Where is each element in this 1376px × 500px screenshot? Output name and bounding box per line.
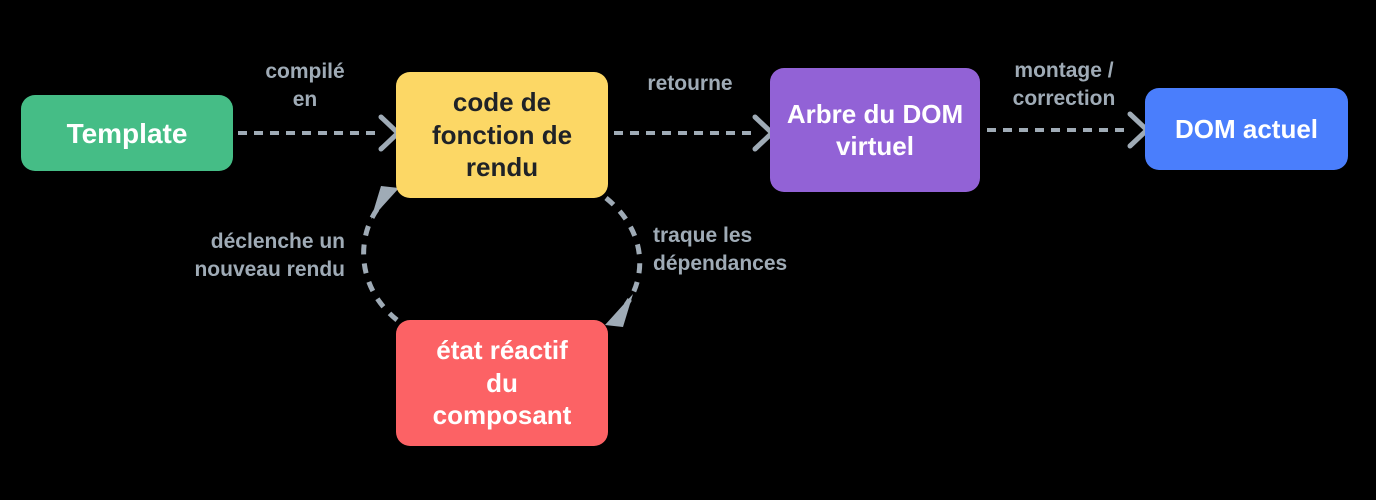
edge-compiled-into xyxy=(238,114,402,152)
node-render-function-label: code de fonction de rendu xyxy=(431,87,573,183)
edge-label-tracks-deps: traque les dépendances xyxy=(653,224,788,276)
edge-label-returns: retourne xyxy=(647,72,733,95)
edge-label-mount-patch: montage / correction xyxy=(1012,59,1116,111)
edge-tracks-deps-curve xyxy=(604,196,643,307)
node-virtual-dom[interactable]: Arbre du DOM virtuel xyxy=(770,68,980,192)
node-reactive-state[interactable]: état réactif du composant xyxy=(396,320,608,446)
edge-tracks-deps-arrowhead xyxy=(605,294,633,327)
edge-label-compiled-into: compilé en xyxy=(265,60,345,112)
edge-tracks-deps xyxy=(604,196,643,327)
node-actual-dom[interactable]: DOM actuel xyxy=(1145,88,1348,170)
node-reactive-state-label: état réactif du composant xyxy=(432,335,572,431)
edge-label-triggers-rerender: déclenche un nouveau rendu xyxy=(194,230,345,282)
node-template[interactable]: Template xyxy=(21,95,233,171)
edge-returns xyxy=(614,114,776,152)
node-render-function[interactable]: code de fonction de rendu xyxy=(396,72,608,198)
edge-triggers-rerender-arrowhead xyxy=(371,186,399,219)
node-template-label: Template xyxy=(66,117,188,149)
edge-triggers-rerender-curve xyxy=(361,206,399,322)
edge-mount-patch xyxy=(987,111,1151,149)
edge-triggers-rerender xyxy=(361,186,399,322)
node-virtual-dom-label: Arbre du DOM virtuel xyxy=(786,98,964,162)
node-actual-dom-label: DOM actuel xyxy=(1174,113,1319,144)
